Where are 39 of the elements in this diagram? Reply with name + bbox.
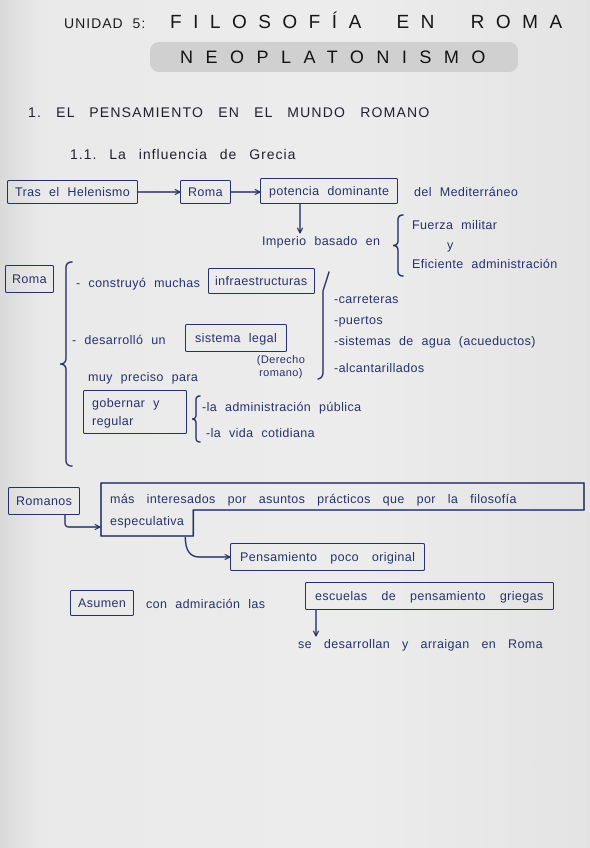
note-text: Fuerza militar bbox=[412, 217, 498, 233]
list-item: -alcantarillados bbox=[334, 360, 424, 376]
concept-box: Roma bbox=[5, 265, 54, 293]
list-item: -carreteras bbox=[334, 291, 399, 307]
note-text: con admiración las bbox=[146, 596, 266, 612]
note-text: y bbox=[447, 237, 454, 253]
concept-box: Asumen bbox=[70, 590, 134, 616]
list-item: -sistemas de agua (acueductos) bbox=[334, 333, 536, 349]
note-text: se desarrollan y arraigan en Roma bbox=[298, 636, 543, 652]
concept-box: escuelas de pensamiento griegas bbox=[305, 582, 554, 610]
note-text: Eficiente administración bbox=[412, 256, 558, 272]
note-text: del Mediterráneo bbox=[414, 184, 518, 200]
section-heading: 1. EL PENSAMIENTO EN EL MUNDO ROMANO bbox=[28, 104, 430, 120]
list-item: -puertos bbox=[334, 312, 384, 328]
concept-box: Roma bbox=[180, 180, 231, 204]
subsection-heading: 1.1. La influencia de Grecia bbox=[70, 146, 296, 162]
note-text: (Derecho romano) bbox=[256, 354, 306, 380]
arrow bbox=[184, 536, 231, 560]
concept-box: más interesados por asuntos prácticos que por la filosofía especulativa bbox=[100, 482, 585, 537]
list-item: -la administración pública bbox=[202, 399, 362, 415]
note-text: - desarrolló un bbox=[72, 332, 166, 348]
concept-box: Pensamiento poco original bbox=[230, 543, 426, 571]
concept-box: sistema legal bbox=[185, 324, 288, 352]
note-text: muy preciso para bbox=[88, 369, 198, 385]
concept-box: infraestructuras bbox=[208, 268, 315, 294]
arrow bbox=[231, 188, 261, 196]
concept-box: gobernar y regular bbox=[83, 390, 187, 434]
arrow bbox=[296, 204, 304, 234]
arrow bbox=[312, 610, 320, 637]
concept-box: Tras el Helenismo bbox=[7, 180, 138, 204]
title: FILOSOFÍA EN ROMA bbox=[170, 12, 574, 34]
concept-box: Romanos bbox=[8, 487, 80, 515]
arrow bbox=[138, 188, 181, 196]
subtitle: NEOPLATONISMO bbox=[150, 42, 518, 72]
list-item: -la vida cotidiana bbox=[206, 425, 316, 441]
unit-heading: UNIDAD 5: bbox=[64, 15, 146, 31]
note-text: Imperio basado en bbox=[262, 233, 380, 249]
concept-box: potencia dominante bbox=[260, 178, 398, 204]
note-text: - construyó muchas bbox=[76, 275, 200, 291]
